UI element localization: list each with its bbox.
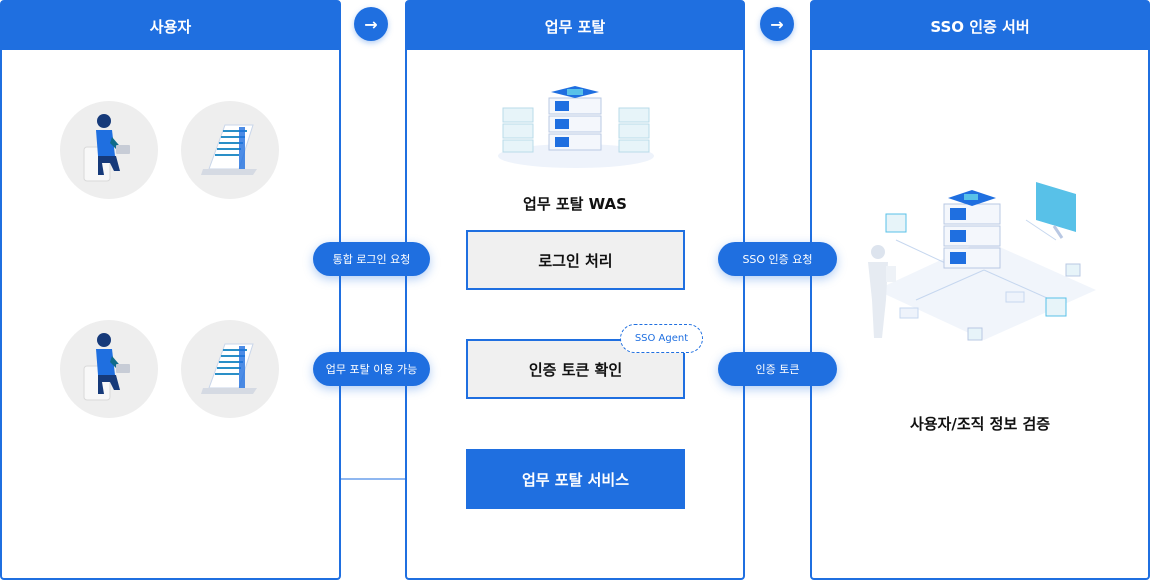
laptop-document-icon	[201, 343, 257, 394]
auth-token-pill: 인증 토큰	[718, 352, 837, 386]
sso-agent-tag: SSO Agent	[620, 324, 703, 353]
portal-available-pill: 업무 포탈 이용 가능	[313, 352, 430, 386]
login-process-box: 로그인 처리	[466, 230, 685, 290]
sso-server-illustration	[868, 182, 1096, 341]
next-step-arrow-icon: →	[354, 7, 388, 41]
sso-column-header: SSO 인증 서버	[812, 2, 1148, 50]
was-label: 업무 포탈 WAS	[523, 195, 627, 213]
user-column: 사용자	[0, 0, 341, 580]
portal-column-header: 업무 포탈	[407, 2, 743, 50]
next-step-arrow-icon: →	[760, 7, 794, 41]
user-at-desk-icon	[83, 114, 130, 182]
user-person-circle	[60, 320, 158, 418]
laptop-circle	[181, 320, 279, 418]
was-server-icon	[498, 86, 654, 168]
user-column-header: 사용자	[2, 2, 339, 50]
sso-request-pill: SSO 인증 요청	[718, 242, 837, 276]
laptop-circle	[181, 101, 279, 199]
user-at-desk-icon	[83, 333, 130, 401]
portal-service-box: 업무 포탈 서비스	[466, 449, 685, 509]
user-person-circle	[60, 101, 158, 199]
login-request-pill: 통합 로그인 요청	[313, 242, 430, 276]
sso-caption: 사용자/조직 정보 검증	[909, 415, 1051, 433]
laptop-document-icon	[201, 124, 257, 175]
